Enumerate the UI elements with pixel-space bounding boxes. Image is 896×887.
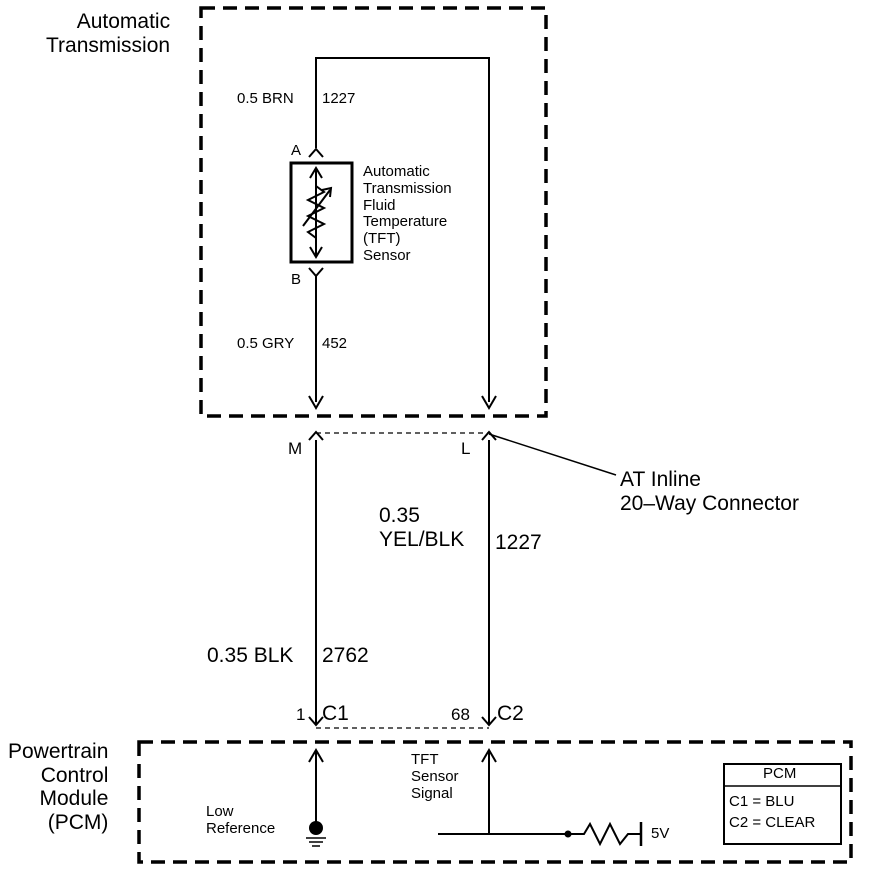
pin-1-label: 1	[296, 705, 306, 724]
pcm-legend-box	[723, 763, 842, 845]
wire-right-circuit-label: 1227	[495, 531, 542, 554]
wire-mid-circuit-label: 452	[322, 335, 348, 352]
pin-l-label: L	[461, 439, 471, 458]
pin-68-label: 68	[451, 705, 470, 724]
connector-c1-label: C1	[322, 702, 349, 725]
connector-c2-label: C2	[497, 702, 524, 725]
transmission-boundary	[199, 6, 548, 418]
thermistor-symbol	[305, 185, 327, 239]
arrow-m-down	[308, 395, 324, 410]
wire-top-color-label: 0.5 BRN	[237, 90, 294, 107]
arrow-l-down	[481, 395, 497, 410]
connector-label: AT Inline 20–Way Connector	[620, 468, 799, 515]
legend-row-c2: C2 = CLEAR	[729, 814, 816, 831]
pin-b-connector	[308, 267, 324, 278]
wire-top-circuit-label: 1227	[322, 90, 356, 107]
connector-leader-line	[488, 433, 617, 476]
tft-sensor-box	[289, 161, 354, 264]
pin-m-label: M	[288, 439, 303, 458]
transmission-title: Automatic Transmission	[46, 10, 171, 57]
pcm-boundary	[137, 740, 853, 864]
pullup-resistor	[568, 821, 640, 847]
ground-icon	[306, 837, 326, 847]
legend-title: PCM	[763, 765, 797, 782]
tft-sensor-label: Automatic Transmission Fluid Temperature…	[363, 163, 452, 264]
low-reference-label: Low Reference	[206, 803, 276, 837]
legend-row-c1: C1 = BLU	[729, 793, 795, 810]
pin-a-connector	[308, 147, 324, 158]
pin-b-label: B	[291, 271, 302, 288]
pin-a-label: A	[291, 142, 302, 159]
ground-dot	[309, 821, 323, 835]
wire-brn-1227	[315, 57, 490, 402]
wire-right-color-label: 0.35 YEL/BLK	[379, 504, 465, 551]
pcm-title: Powertrain Control Module (PCM)	[8, 740, 109, 834]
voltage-label: 5V	[651, 825, 670, 842]
tft-signal-label: TFT Sensor Signal	[411, 751, 459, 802]
wire-mid-color-label: 0.5 GRY	[237, 335, 295, 352]
wire-left-circuit-label: 2762	[322, 644, 369, 667]
wire-left-color-label: 0.35 BLK	[207, 644, 294, 667]
